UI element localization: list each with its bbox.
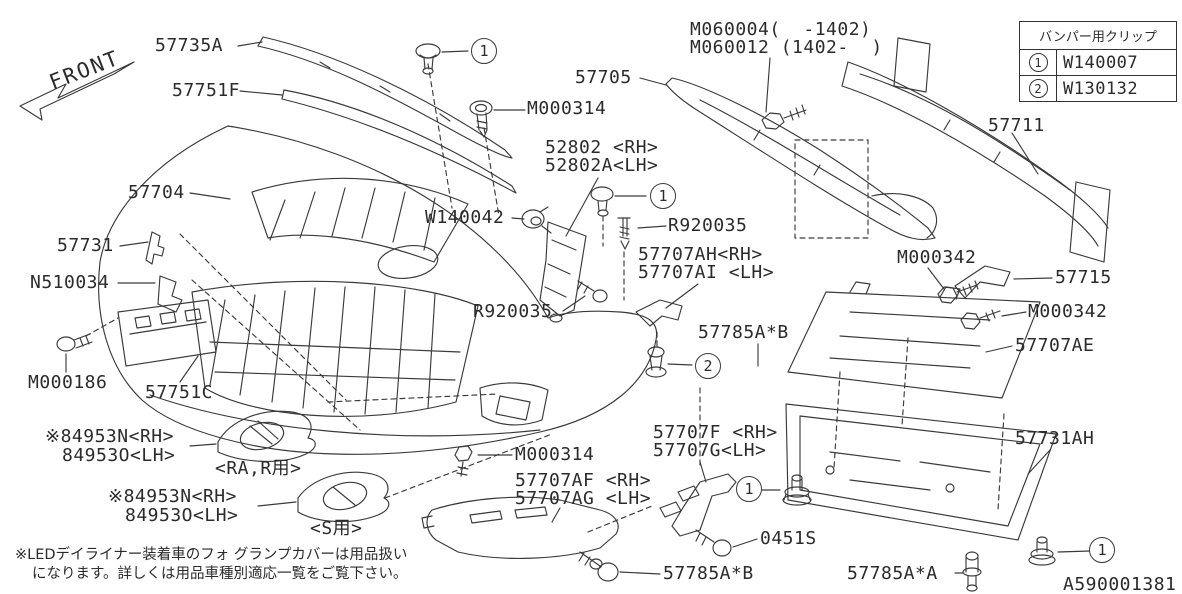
part-label: W140042 [425,207,505,228]
part-label: 84953O<LH> [125,505,239,526]
part-label: R920035 [668,215,748,236]
part-label: 57707AI <LH> [638,262,775,283]
part-label: M060012 (1402- ) [690,37,883,58]
clip-row-part-number: W140007 [1063,52,1139,73]
clip-row-ref-circle: 2 [1028,79,1048,98]
part-label: M000314 [527,98,607,119]
part-label: 57751C [145,382,214,403]
part-label: 57711 [988,115,1045,136]
note-line-1: ※LEDデイライナー装着車のフォ グランプカバーは用品扱い [15,547,408,563]
clip-row-ref-circle: 1 [1028,53,1048,72]
part-label: 57704 [128,182,185,203]
part-label: M000342 [1028,301,1108,322]
clip-table-title: バンパー用クリップ [1020,22,1176,50]
part-label: 57731AH [1015,428,1095,449]
part-label: 57715 [1055,267,1112,288]
part-label: M060004( -1402) [690,19,872,40]
callout-circle: 1 [650,183,676,209]
part-label: M000314 [515,444,595,465]
part-label: N510034 [30,272,110,293]
part-label: M000186 [28,372,108,393]
diagram-id: A590001381 [1063,574,1177,594]
part-label: 57707G<LH> [653,440,767,461]
clip-row-part-number: W130132 [1063,78,1139,99]
part-label: <RA,R用> [215,458,302,479]
part-label: 57731 [57,235,114,256]
part-label: R920035 [473,301,553,322]
part-label: 57705 [575,67,632,88]
clip-table-row: 2 W130132 [1020,76,1176,101]
part-label: 0451S [760,528,817,549]
part-label: 52802 <RH> [545,137,659,158]
part-label: 57751F [172,80,241,101]
part-label: <S用> [310,518,363,539]
clip-table-row: 1 W140007 [1020,50,1176,76]
part-label: 57707AH<RH> [638,244,763,265]
part-label: ※84953N<RH> [108,486,237,507]
part-label: 84953O<LH> [62,445,176,466]
part-label: 57785A*B [663,563,754,584]
callout-circle: 2 [695,353,721,379]
part-label: 52802A<LH> [545,155,659,176]
part-label: 57735A [155,35,224,56]
part-label: 57707AG <LH> [515,488,652,509]
clip-row-ref: 2 [1020,76,1057,101]
clip-row-ref: 1 [1020,50,1057,75]
part-label: 57785A*A [847,563,938,584]
part-label: 57707AE [1015,335,1095,356]
part-label: ※84953N<RH> [45,426,174,447]
callout-circle: 1 [471,38,497,64]
callout-circle: 1 [736,476,762,502]
part-label: M000342 [897,247,977,268]
bumper-clip-table: バンパー用クリップ 1 W140007 2 W130132 [1019,21,1177,102]
part-label: 57707F <RH> [653,422,778,443]
part-label: 57707AF <RH> [515,470,652,491]
callout-circle: 1 [1089,537,1115,563]
front-arrow-icon [20,62,134,120]
part-label: 57785A*B [698,322,789,343]
clip-table-rows: 1 W140007 2 W130132 [1020,50,1176,101]
note-line-2: になります。詳しくは用品車種別適応一覧をご覧下さい。 [32,566,408,582]
